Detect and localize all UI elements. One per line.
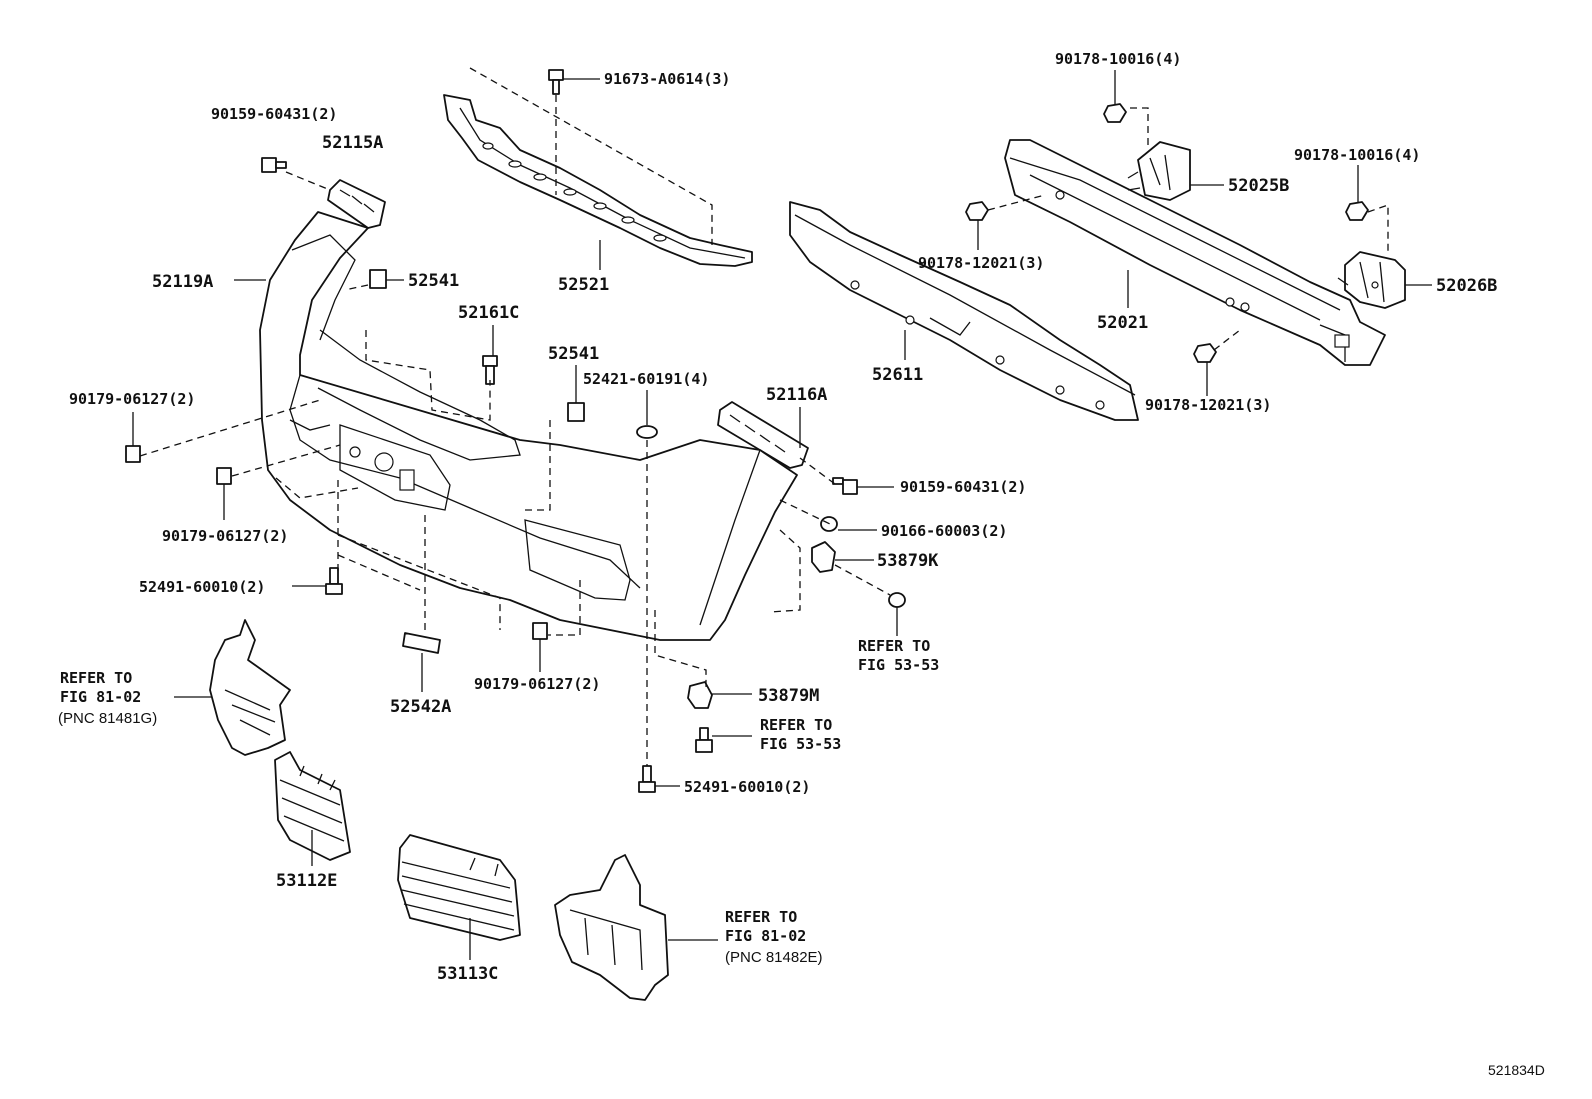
bolt-91673: [548, 69, 564, 95]
label-90159-60431-left: 90159-60431(2): [211, 105, 337, 123]
clip-52541-a: [369, 269, 387, 289]
label-53112E: 53112E: [276, 871, 337, 891]
energy-absorber-52611: [789, 201, 1139, 421]
label-pnc-right: (PNC 81482E): [725, 949, 823, 966]
label-refer-left: REFER TO: [60, 669, 132, 687]
nut-52421: [636, 425, 658, 439]
part-labels: 90159-60431(2) 52115A 52119A 52541 52161…: [58, 50, 1545, 1078]
label-refer-53-53-a: REFER TO: [858, 637, 930, 655]
label-52026B: 52026B: [1436, 276, 1497, 296]
label-53879K: 53879K: [877, 551, 939, 571]
label-52542A: 52542A: [390, 697, 451, 717]
label-90159-60431-right: 90159-60431(2): [900, 478, 1026, 496]
nut-90179-b: [216, 467, 232, 485]
screw-53-53-b: [695, 727, 713, 753]
label-52421-60191: 52421-60191(4): [583, 370, 709, 388]
bolt-52491-b: [638, 765, 656, 793]
label-90178-12021-a: 90178-12021(3): [918, 254, 1044, 272]
label-90179-06127-b: 90179-06127(2): [162, 527, 288, 545]
label-fig-53-53-b: FIG 53-53: [760, 735, 841, 753]
label-90179-06127-c: 90179-06127(2): [474, 675, 600, 693]
reinforcement-beam-52021: [1004, 139, 1386, 366]
label-90166-60003: 90166-60003(2): [881, 522, 1007, 540]
fog-lamp-housing-right: [554, 854, 669, 1001]
label-refer-right: REFER TO: [725, 908, 797, 926]
label-53879M: 53879M: [758, 686, 819, 706]
nut-90179-a: [125, 445, 141, 463]
label-52611: 52611: [872, 365, 923, 385]
label-52025B: 52025B: [1228, 176, 1289, 196]
label-91673-A0614: 91673-A0614(3): [604, 70, 730, 88]
label-52521: 52521: [558, 275, 609, 295]
label-pnc-left: (PNC 81481G): [58, 710, 157, 727]
nut-90178-12021-a: [965, 201, 989, 221]
screw-90159-left: [261, 157, 287, 173]
grille-53112E: [274, 751, 351, 861]
bracket-52026B: [1337, 251, 1406, 309]
clip-52541-b: [567, 402, 585, 422]
bolt-52491-a: [325, 567, 343, 595]
label-52161C: 52161C: [458, 303, 519, 323]
label-52541-a: 52541: [408, 271, 459, 291]
clip-52161C: [482, 355, 498, 385]
nut-90178-10016-a: [1103, 103, 1127, 123]
label-90178-10016-a: 90178-10016(4): [1055, 50, 1181, 68]
label-90178-10016-b: 90178-10016(4): [1294, 146, 1420, 164]
clip-53879M: [687, 681, 713, 709]
upper-bracket-52521: [443, 94, 753, 267]
nut-90178-10016-b: [1345, 201, 1369, 221]
clip-53879K: [811, 541, 836, 573]
nut-90179-c: [532, 622, 548, 640]
label-52116A: 52116A: [766, 385, 827, 405]
label-90179-06127-a: 90179-06127(2): [69, 390, 195, 408]
label-fig-left: FIG 81-02: [60, 688, 141, 706]
screw-90159-right: [832, 477, 858, 495]
label-fig-53-53-a: FIG 53-53: [858, 656, 939, 674]
label-52541-b: 52541: [548, 344, 599, 364]
side-retainer-52116A: [717, 401, 809, 469]
assembly-lines: [139, 67, 1389, 766]
label-52115A: 52115A: [322, 133, 383, 153]
side-retainer-52115A: [327, 179, 386, 229]
leader-lines: [132, 70, 1432, 960]
fog-lamp-housing-left: [209, 619, 291, 756]
pad-52542A: [402, 632, 441, 654]
label-90178-12021-b: 90178-12021(3): [1145, 396, 1271, 414]
nut-90178-12021-b: [1193, 343, 1217, 363]
label-fig-right: FIG 81-02: [725, 927, 806, 945]
label-53113C: 53113C: [437, 964, 498, 984]
clip-53-53-a: [888, 592, 906, 608]
label-52021: 52021: [1097, 313, 1148, 333]
label-52491-60010-b: 52491-60010(2): [684, 778, 810, 796]
grille-53113C: [397, 834, 521, 941]
bumper-cover-52119A: [259, 211, 798, 641]
figure-id: 521834D: [1488, 1062, 1545, 1078]
bracket-52025B: [1127, 141, 1191, 201]
label-52491-60010-a: 52491-60010(2): [139, 578, 265, 596]
label-52119A: 52119A: [152, 272, 213, 292]
label-refer-53-53-b: REFER TO: [760, 716, 832, 734]
